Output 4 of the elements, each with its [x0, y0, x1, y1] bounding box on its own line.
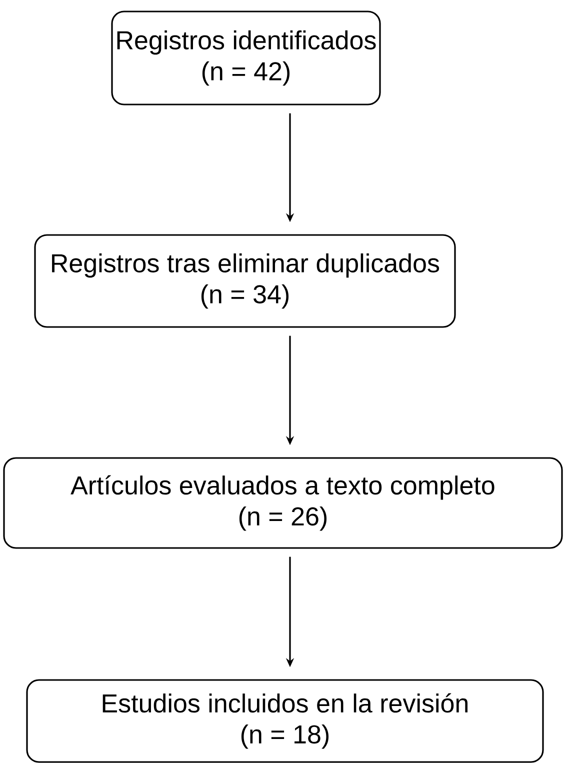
process-box: Registros identificados (n = 42)	[111, 10, 381, 106]
process-box: Artículos evaluados a texto completo (n = 26)	[3, 457, 563, 549]
process-box: Registros tras eliminar duplicados (n = 34)	[34, 234, 456, 328]
process-box: Estudios incluidos en la revisión (n = 18)	[26, 679, 544, 763]
